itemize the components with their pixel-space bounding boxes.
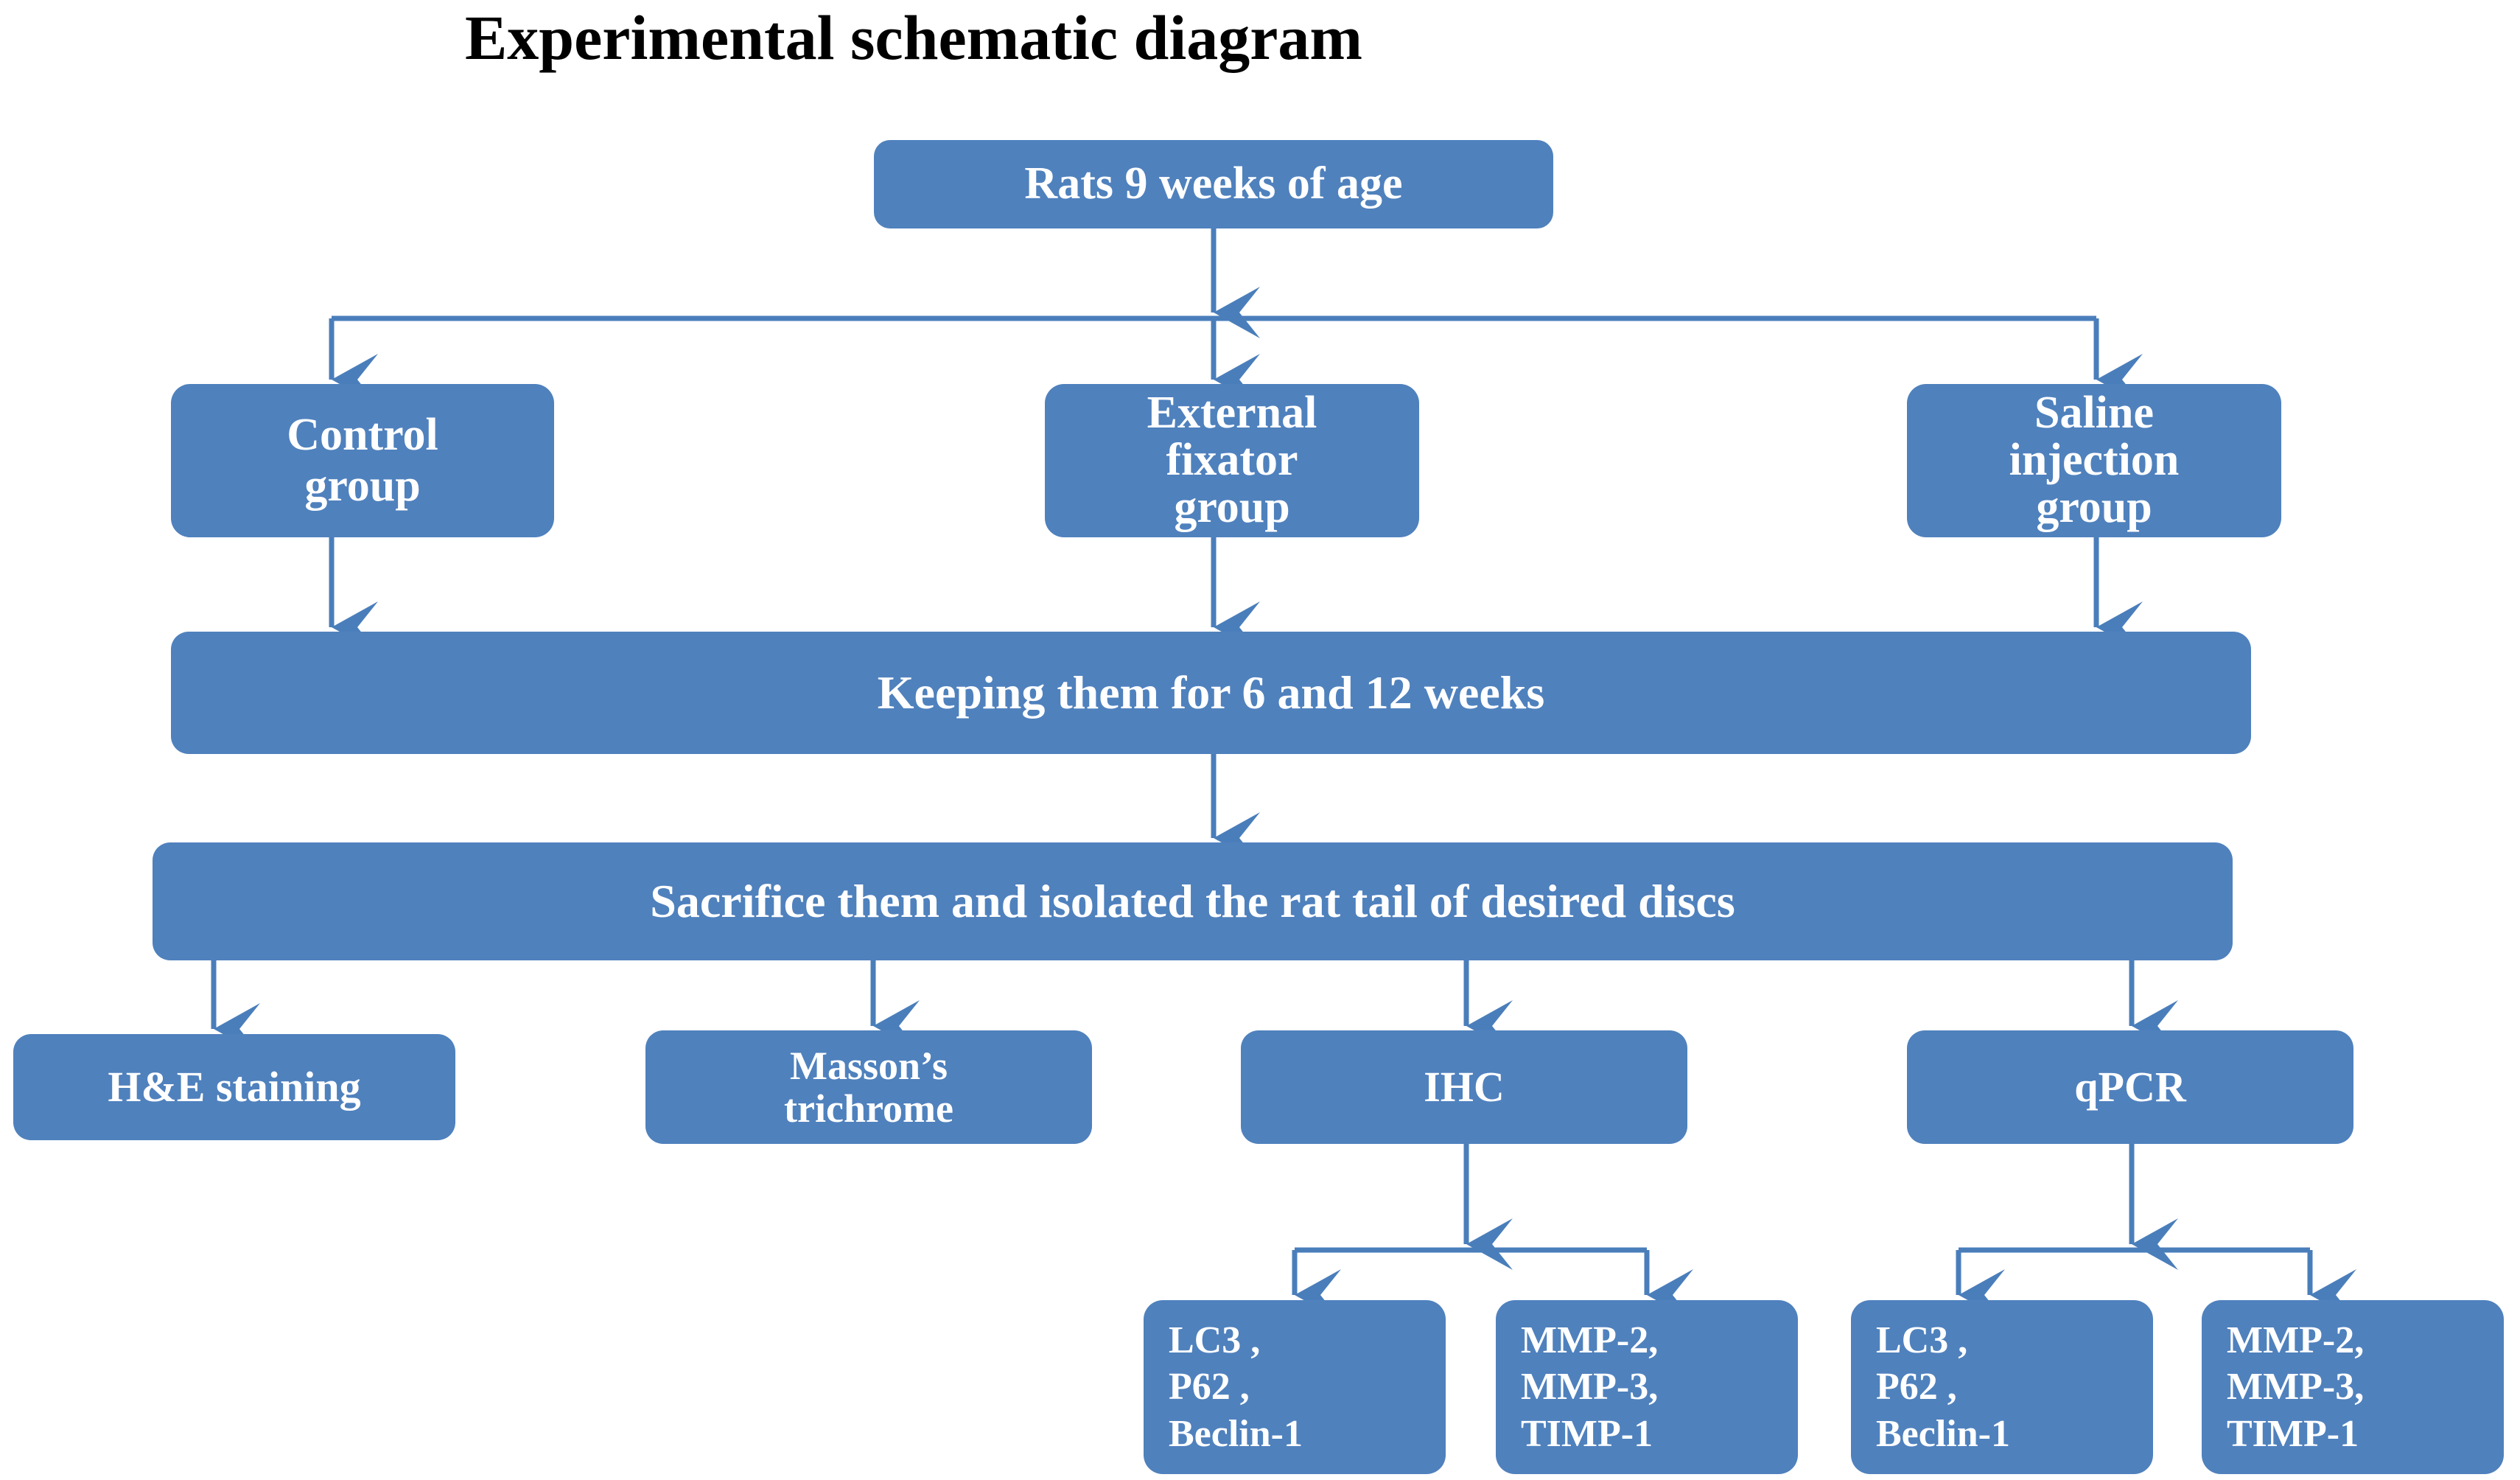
node-qpcr-markers-autophagy[interactable]: LC3 , P62 , Beclin-1 (1851, 1300, 2153, 1474)
node-keeping-duration[interactable]: Keeping them for 6 and 12 weeks (171, 632, 2251, 754)
node-rats[interactable]: Rats 9 weeks of age (874, 140, 1553, 228)
node-ihc-markers-autophagy[interactable]: LC3 , P62 , Beclin-1 (1144, 1300, 1446, 1474)
node-external-fixator-group[interactable]: External fixator group (1045, 384, 1419, 537)
node-saline-injection-group[interactable]: Saline injection group (1907, 384, 2281, 537)
page-title: Experimental schematic diagram (464, 2, 1363, 73)
node-sacrifice-isolate[interactable]: Sacrifice them and isolated the rat tail… (153, 842, 2233, 960)
node-he-staining[interactable]: H&E staining (13, 1034, 455, 1140)
node-qpcr-markers-matrix[interactable]: MMP-2, MMP-3, TIMP-1 (2202, 1300, 2504, 1474)
node-ihc-markers-matrix[interactable]: MMP-2, MMP-3, TIMP-1 (1496, 1300, 1798, 1474)
node-ihc[interactable]: IHC (1241, 1030, 1687, 1144)
node-qpcr[interactable]: qPCR (1907, 1030, 2353, 1144)
node-control-group[interactable]: Control group (171, 384, 554, 537)
node-massons-trichrome[interactable]: Masson’s trichrome (645, 1030, 1092, 1144)
